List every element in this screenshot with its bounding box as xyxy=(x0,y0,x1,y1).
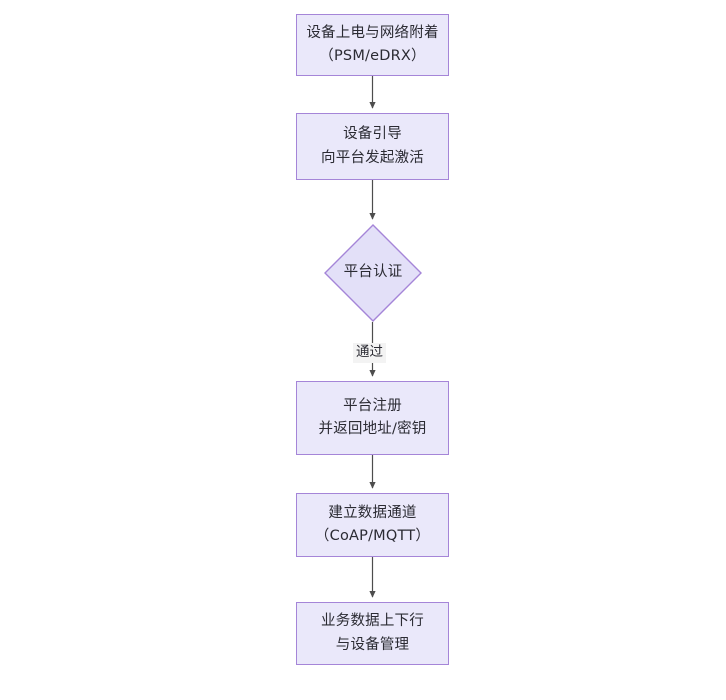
node-label-line: 向平台发起激活 xyxy=(321,149,424,166)
node-business-data-and-device-management[interactable]: 业务数据上下行 与设备管理 xyxy=(296,602,449,665)
node-label-line: 与设备管理 xyxy=(335,636,410,653)
node-label-line: 平台认证 xyxy=(343,264,403,281)
node-label-line: 平台注册 xyxy=(343,397,402,414)
node-label-line: 业务数据上下行 xyxy=(321,613,424,630)
node-platform-authentication[interactable]: 平台认证 xyxy=(324,224,422,322)
node-label-line: 并返回地址/密钥 xyxy=(318,421,427,437)
node-label-line: 设备上电与网络附着 xyxy=(306,24,439,41)
diamond-shape xyxy=(324,224,422,322)
node-device-power-on[interactable]: 设备上电与网络附着 （PSM/eDRX） xyxy=(296,14,449,76)
node-establish-data-channel[interactable]: 建立数据通道 （CoAP/MQTT） xyxy=(296,493,449,557)
node-label-line: 建立数据通道 xyxy=(328,504,417,521)
node-label-line: （CoAP/MQTT） xyxy=(314,528,431,544)
edge-label-pass: 通过 xyxy=(353,343,386,363)
node-device-bootstrap[interactable]: 设备引导 向平台发起激活 xyxy=(296,113,449,180)
node-platform-registration[interactable]: 平台注册 并返回地址/密钥 xyxy=(296,381,449,455)
node-label-line: 设备引导 xyxy=(343,126,402,143)
node-label-line: （PSM/eDRX） xyxy=(319,48,426,64)
